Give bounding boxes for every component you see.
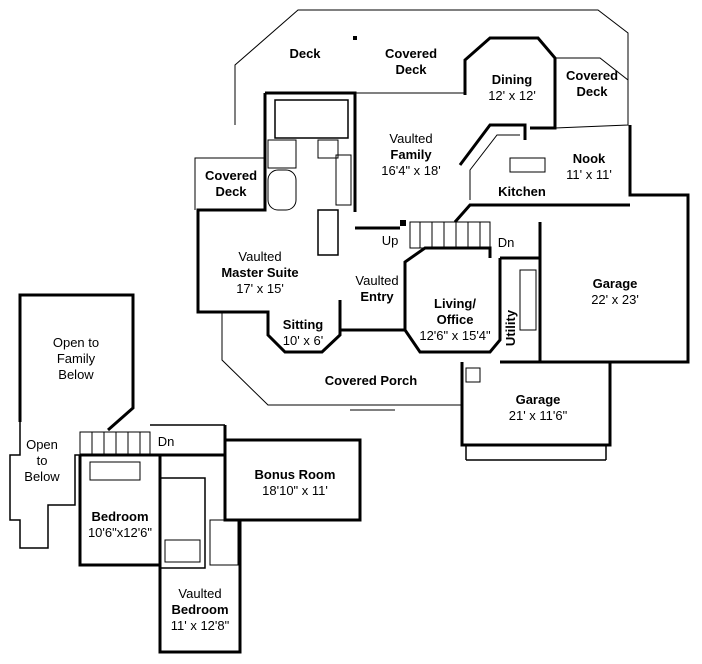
label-up: Up	[382, 233, 399, 248]
nook-wall	[610, 125, 690, 364]
water-heater	[465, 367, 481, 383]
deck-outline	[234, 9, 629, 125]
label-open-to-family: Below	[58, 367, 94, 382]
covered-deck-right	[554, 57, 629, 129]
label-nook: Nook	[573, 151, 606, 166]
label-dn-main: Dn	[498, 235, 515, 250]
living-office-wall	[403, 258, 502, 354]
master-closet	[274, 99, 349, 139]
label-sitting: Sitting	[283, 317, 323, 332]
family-room-wall	[265, 91, 357, 212]
label-covered-deck-top: Deck	[395, 62, 427, 77]
kitchen-counter	[469, 134, 520, 200]
label-family-size: 16'4" x 18'	[381, 163, 440, 178]
deck-post	[400, 220, 406, 226]
label-garage-large: Garage	[593, 276, 638, 291]
kitchen-wall	[458, 123, 527, 166]
label-dining: Dining	[492, 72, 532, 87]
deck-post	[353, 36, 357, 40]
open-to-family-wall	[18, 293, 135, 432]
label-covered-deck-left: Covered	[205, 168, 257, 183]
label-covered-porch: Covered Porch	[325, 373, 418, 388]
label-bonus-room: Bonus Room	[255, 467, 336, 482]
label-garage-small-size: 21' x 11'6"	[509, 408, 568, 423]
label-entry: Vaulted	[355, 273, 398, 288]
dining-bay-wall	[463, 36, 557, 130]
main-stair	[409, 221, 491, 249]
label-open-to-family: Family	[57, 351, 96, 366]
label-living: Office	[437, 312, 474, 327]
label-nook-size: 11' x 11'	[566, 167, 612, 182]
label-living-size: 12'6" x 15'4"	[419, 328, 491, 343]
label-dn-upper: Dn	[158, 434, 175, 449]
master-vanity	[335, 154, 352, 206]
upper-tub	[164, 539, 201, 563]
master-shower	[267, 139, 297, 169]
label-master: Master Suite	[221, 265, 298, 280]
bonus-room-wall	[223, 438, 362, 522]
upper-bath	[159, 477, 206, 569]
label-open-to-family: Open to	[53, 335, 99, 350]
kitchen-island	[509, 157, 546, 173]
label-bonus-room-size: 18'10" x 11'	[262, 483, 328, 498]
master-tub	[267, 169, 297, 211]
label-covered-deck-left: Deck	[215, 184, 247, 199]
label-master: Vaulted	[238, 249, 281, 264]
label-vaulted-bedroom: Vaulted	[178, 586, 221, 601]
label-open-below: to	[37, 453, 48, 468]
label-family: Family	[390, 147, 432, 162]
label-garage-small: Garage	[516, 392, 561, 407]
label-covered-deck-top: Covered	[385, 46, 437, 61]
vaulted-bedroom-wall	[158, 520, 242, 654]
label-master-size: 17' x 15'	[236, 281, 284, 296]
label-sitting-size: 10' x 6'	[283, 333, 323, 348]
covered-deck-left	[194, 157, 265, 210]
label-open-below: Below	[24, 469, 60, 484]
label-garage-large-size: 22' x 23'	[591, 292, 639, 307]
label-bedroom-size: 10'6"x12'6"	[88, 525, 152, 540]
label-covered-deck-right: Deck	[576, 84, 608, 99]
label-entry: Entry	[360, 289, 394, 304]
open-below-void	[9, 422, 80, 549]
kitchen-south-wall	[453, 203, 630, 223]
label-deck: Deck	[289, 46, 321, 61]
label-bedroom: Bedroom	[91, 509, 148, 524]
bedroom-closet	[89, 461, 141, 481]
label-covered-deck-right: Covered	[566, 68, 618, 83]
label-living: Living/	[434, 296, 476, 311]
label-vaulted-bedroom: Bedroom	[171, 602, 228, 617]
master-wc	[317, 209, 339, 256]
label-vaulted-bedroom-size: 11' x 12'8"	[171, 618, 230, 633]
label-dining-size: 12' x 12'	[488, 88, 536, 103]
label-kitchen: Kitchen	[498, 184, 546, 199]
washer-dryer	[519, 269, 537, 331]
label-open-below: Open	[26, 437, 58, 452]
master-suite-wall	[196, 93, 342, 354]
vaulted-bedroom-closet	[209, 519, 239, 566]
garage-small-wall	[460, 362, 612, 447]
label-utility: Utility	[503, 309, 518, 346]
label-family: Vaulted	[389, 131, 432, 146]
master-toilet	[317, 139, 339, 159]
